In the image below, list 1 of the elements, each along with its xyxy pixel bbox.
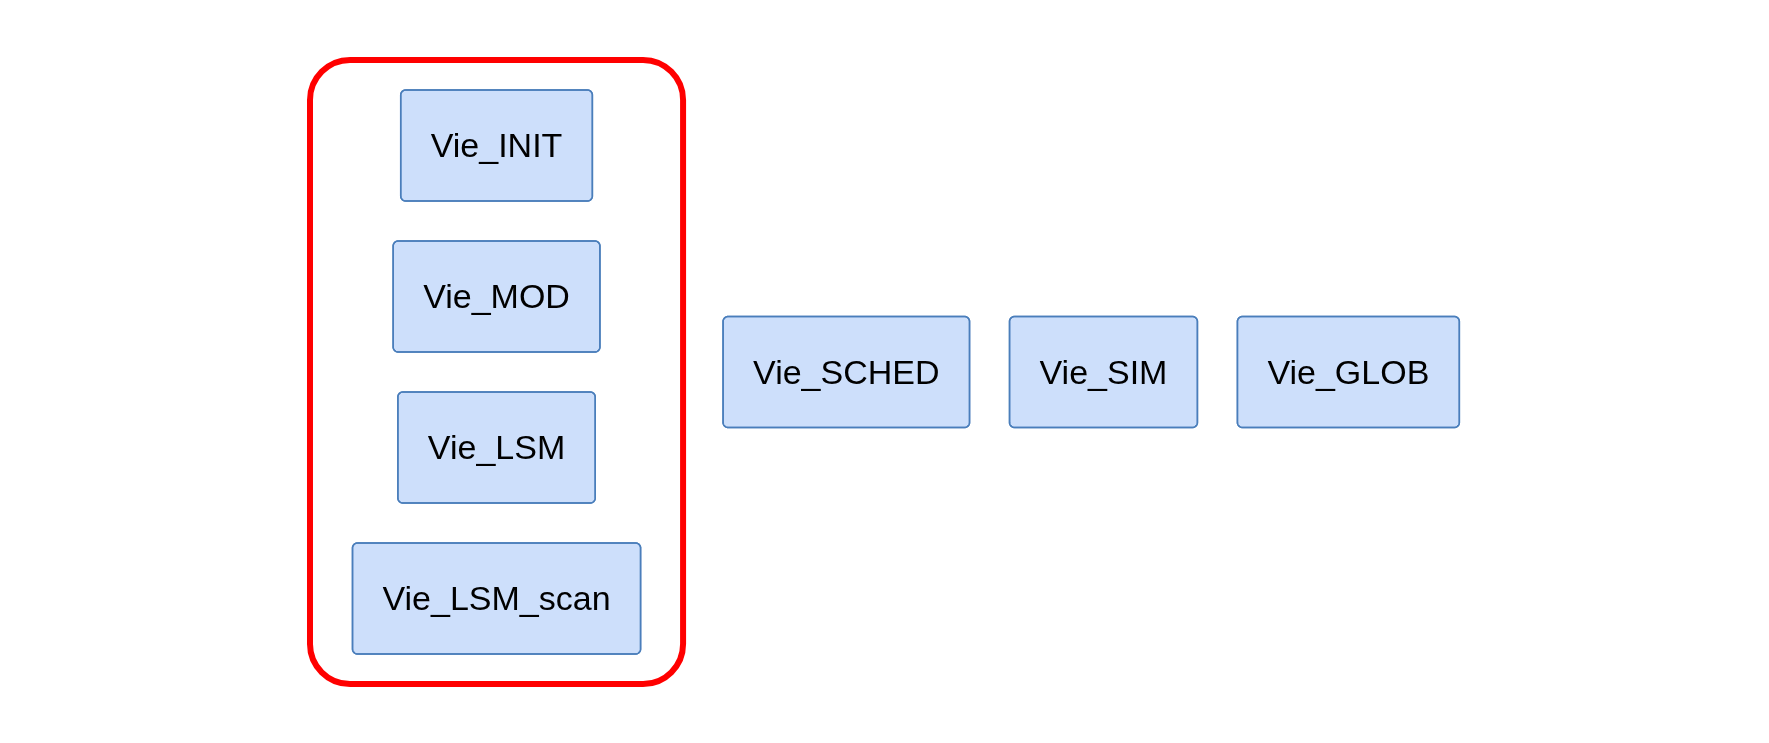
cluster (306, 56, 686, 687)
